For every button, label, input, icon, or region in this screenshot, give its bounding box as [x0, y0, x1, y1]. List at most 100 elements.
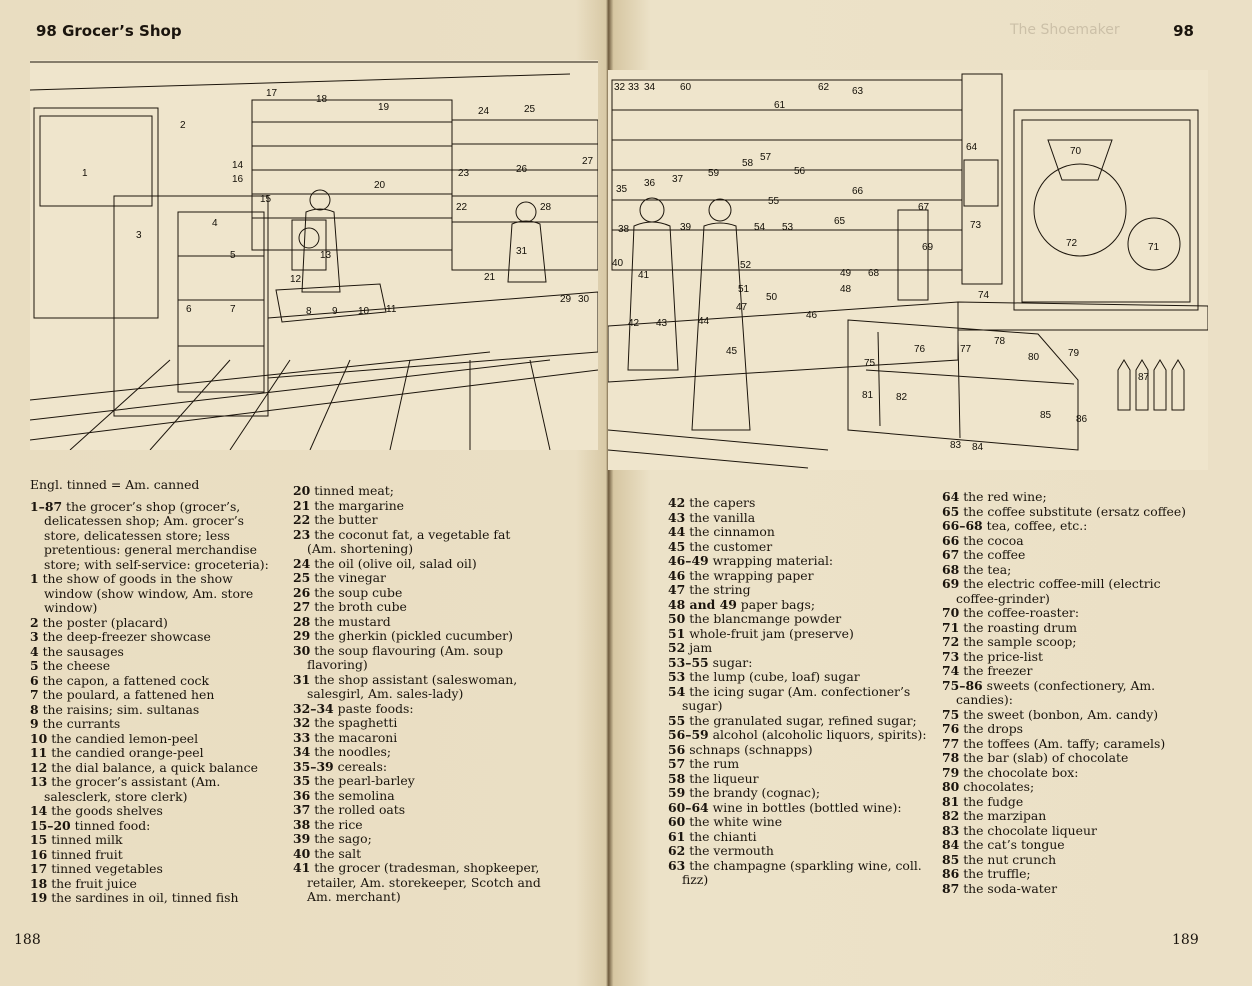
illus-label: 77 — [960, 344, 972, 355]
left-page-number: 188 — [14, 932, 41, 948]
legend-entry-number: 66–68 — [942, 518, 983, 533]
legend-entry: 67 the coffee — [942, 547, 1202, 563]
legend-entry: 45 the customer — [668, 538, 930, 555]
legend-entry: 14 the goods shelves — [30, 803, 280, 819]
illus-label: 66 — [852, 186, 864, 197]
legend-entry-text: the grocer (tradesman, shopkeeper, retai… — [307, 860, 541, 904]
illus-label: 25 — [524, 104, 536, 115]
illus-label: 57 — [760, 152, 772, 163]
illus-label: 74 — [978, 290, 990, 301]
legend-entry: 33 the macaroni — [293, 729, 543, 746]
legend-entry-number: 26 — [293, 584, 311, 600]
legend-entry-number: 46–49 — [668, 553, 709, 568]
legend-entry-text: the truffle; — [963, 866, 1031, 881]
legend-entry: 44 the cinnamon — [668, 524, 930, 540]
legend-entry-text: alcohol (alcoholic liquors, spirits): — [712, 727, 927, 742]
legend-entry-number: 70 — [942, 605, 960, 620]
legend-entry-text: the liqueur — [689, 770, 759, 786]
illus-label: 65 — [834, 216, 846, 227]
legend-entry-text: the rum — [689, 756, 740, 771]
legend-entry: 63 the champagne (sparkling wine, coll. … — [668, 858, 930, 888]
illus-label: 38 — [618, 224, 630, 235]
illus-label: 47 — [736, 302, 748, 313]
legend-entry-text: the rolled oats — [314, 802, 406, 817]
legend-entry-text: the sardines in oil, tinned fish — [51, 890, 239, 905]
legend-entry-number: 73 — [942, 648, 960, 664]
illus-label: 41 — [638, 270, 650, 281]
illus-label: 30 — [578, 294, 590, 305]
illus-label: 60 — [680, 82, 692, 93]
illus-label: 83 — [950, 440, 962, 451]
illus-label: 45 — [726, 346, 738, 357]
legend-entry-text: the price-list — [963, 648, 1043, 664]
legend-entry-number: 32 — [293, 715, 311, 730]
legend-entry-number: 38 — [293, 816, 311, 832]
illus-label: 19 — [378, 102, 390, 113]
legend-entry-text: the sago; — [314, 831, 372, 846]
legend-entry: 77 the toffees (Am. taffy; caramels) — [942, 735, 1202, 752]
illus-label: 72 — [1066, 238, 1078, 249]
legend-entry-number: 2 — [30, 614, 39, 630]
illus-label: 7 — [230, 304, 236, 315]
illus-label: 6 — [186, 304, 192, 315]
legend-entry: 68 the tea; — [942, 561, 1202, 578]
legend-entry-text: sugar: — [712, 654, 753, 670]
illus-label: 87 — [1138, 372, 1150, 383]
legend-entry-text: the poster (placard) — [42, 614, 168, 630]
legend-entry-number: 5 — [30, 658, 39, 673]
legend-entry-number: 46 — [668, 567, 686, 583]
illus-label: 22 — [456, 202, 468, 213]
legend-entry: 53–55 sugar: — [668, 654, 930, 671]
legend-entry-number: 78 — [942, 750, 960, 765]
legend-entry-text: tinned meat; — [314, 483, 394, 498]
legend-entry-text: the sausages — [42, 643, 124, 659]
illus-label: 61 — [774, 100, 786, 111]
legend-entry: 13 the grocer’s assistant (Am. salescler… — [30, 774, 280, 804]
legend-entry: 4 the sausages — [30, 643, 280, 660]
legend-entry-text: the semolina — [314, 787, 395, 803]
legend-entry-number: 34 — [293, 744, 311, 759]
legend-entry: 66 the cocoa — [942, 533, 1202, 549]
illus-label: 39 — [680, 222, 692, 233]
illus-label: 5 — [230, 250, 236, 261]
legend-entry: 60 the white wine — [668, 814, 930, 830]
legend-entry-number: 67 — [942, 547, 960, 562]
legend-entry-number: 1 — [30, 571, 39, 586]
legend-entry-number: 40 — [293, 845, 311, 861]
illus-label: 73 — [970, 220, 982, 231]
legend-entry: 55 the granulated sugar, refined sugar; — [668, 713, 930, 729]
legend-entry-text: the goods shelves — [51, 803, 163, 818]
legend-entry-text: the noodles; — [314, 744, 392, 759]
legend-entry-number: 11 — [30, 745, 48, 760]
legend-entry-text: the capers — [689, 495, 756, 510]
legend-entry-number: 53–55 — [668, 654, 709, 670]
legend-entry: 10 the candied lemon-peel — [30, 730, 280, 747]
illus-label: 54 — [754, 222, 766, 233]
legend-entry: 34 the noodles; — [293, 744, 543, 760]
left-page-header: 98 Grocer’s Shop — [36, 22, 182, 40]
legend-entry: 48 and 49 paper bags; — [668, 597, 930, 613]
legend-entry: 37 the rolled oats — [293, 802, 543, 818]
illus-label: 26 — [516, 164, 528, 175]
legend-entry-text: the customer — [689, 538, 773, 554]
legend-entry-number: 77 — [942, 735, 960, 751]
legend-entry-number: 10 — [30, 730, 48, 746]
legend-entry-number: 82 — [942, 808, 960, 823]
legend-entry-text: the salt — [314, 845, 362, 861]
legend-entry-number: 33 — [293, 729, 311, 745]
legend-entry: 9 the currants — [30, 716, 280, 732]
legend-entry-text: the soup flavouring (Am. soup flavoring) — [307, 642, 504, 672]
legend-entry-number: 16 — [30, 846, 48, 862]
legend-entry-number: 68 — [942, 561, 960, 577]
legend-entry-text: cereals: — [337, 758, 388, 774]
legend-entry-text: the candied lemon-peel — [51, 730, 199, 746]
illus-label: 9 — [332, 306, 338, 317]
legend-entry-text: the marzipan — [963, 808, 1047, 823]
legend-entry-text: the sweet (bonbon, Am. candy) — [963, 706, 1159, 722]
legend-entry-number: 32–34 — [293, 700, 334, 716]
legend-entry: 1–87 the grocer’s shop (grocer’s, delica… — [30, 499, 280, 573]
legend-entry-text: schnaps (schnapps) — [689, 741, 813, 757]
legend-entry: 7 the poulard, a fattened hen — [30, 687, 280, 703]
legend-entry-text: tinned milk — [51, 832, 123, 847]
